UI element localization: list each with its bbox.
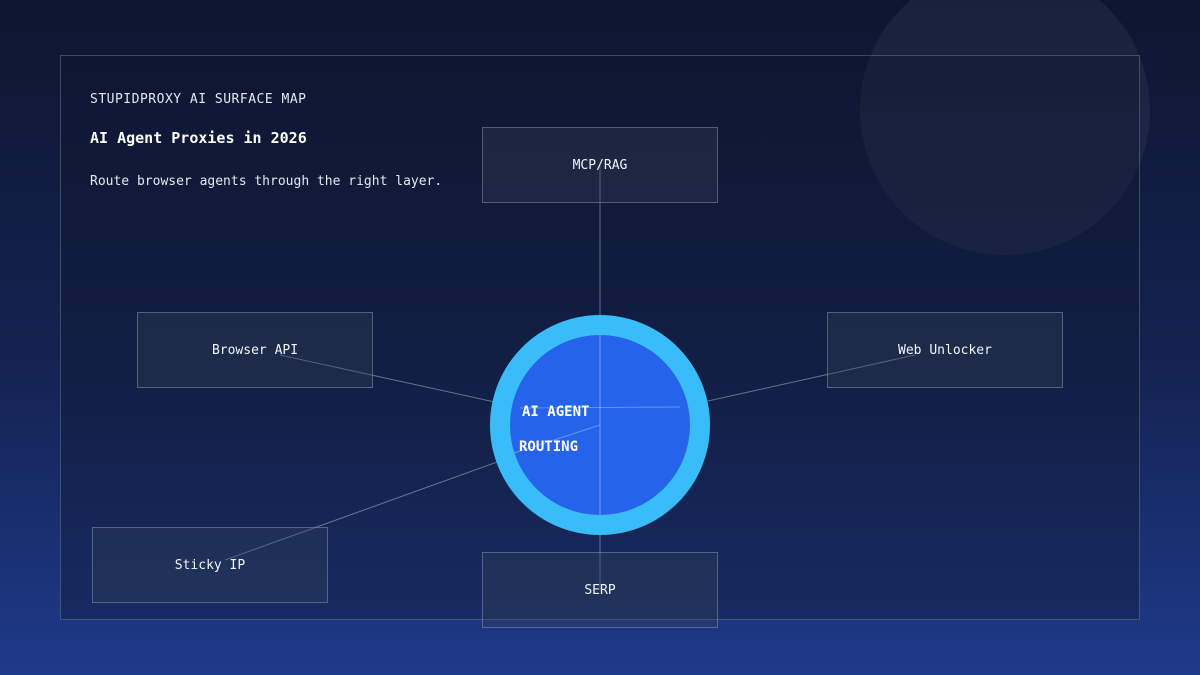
node-browser-api[interactable]: Browser API: [137, 312, 373, 388]
hub-label-line2: ROUTING: [519, 439, 579, 455]
page-title: AI Agent Proxies in 2026: [90, 129, 307, 147]
hub-core: [510, 335, 690, 515]
hub-label-line1: AI AGENT: [522, 404, 590, 420]
node-web-unlocker[interactable]: Web Unlocker: [827, 312, 1063, 388]
page-subtitle: Route browser agents through the right l…: [90, 174, 443, 189]
node-mcp-rag[interactable]: MCP/RAG: [482, 127, 718, 203]
node-serp[interactable]: SERP: [482, 552, 718, 628]
eyebrow-label: STUPIDPROXY AI SURFACE MAP: [90, 92, 307, 107]
node-sticky-ip[interactable]: Sticky IP: [92, 527, 328, 603]
background-circle: [860, 0, 1150, 255]
